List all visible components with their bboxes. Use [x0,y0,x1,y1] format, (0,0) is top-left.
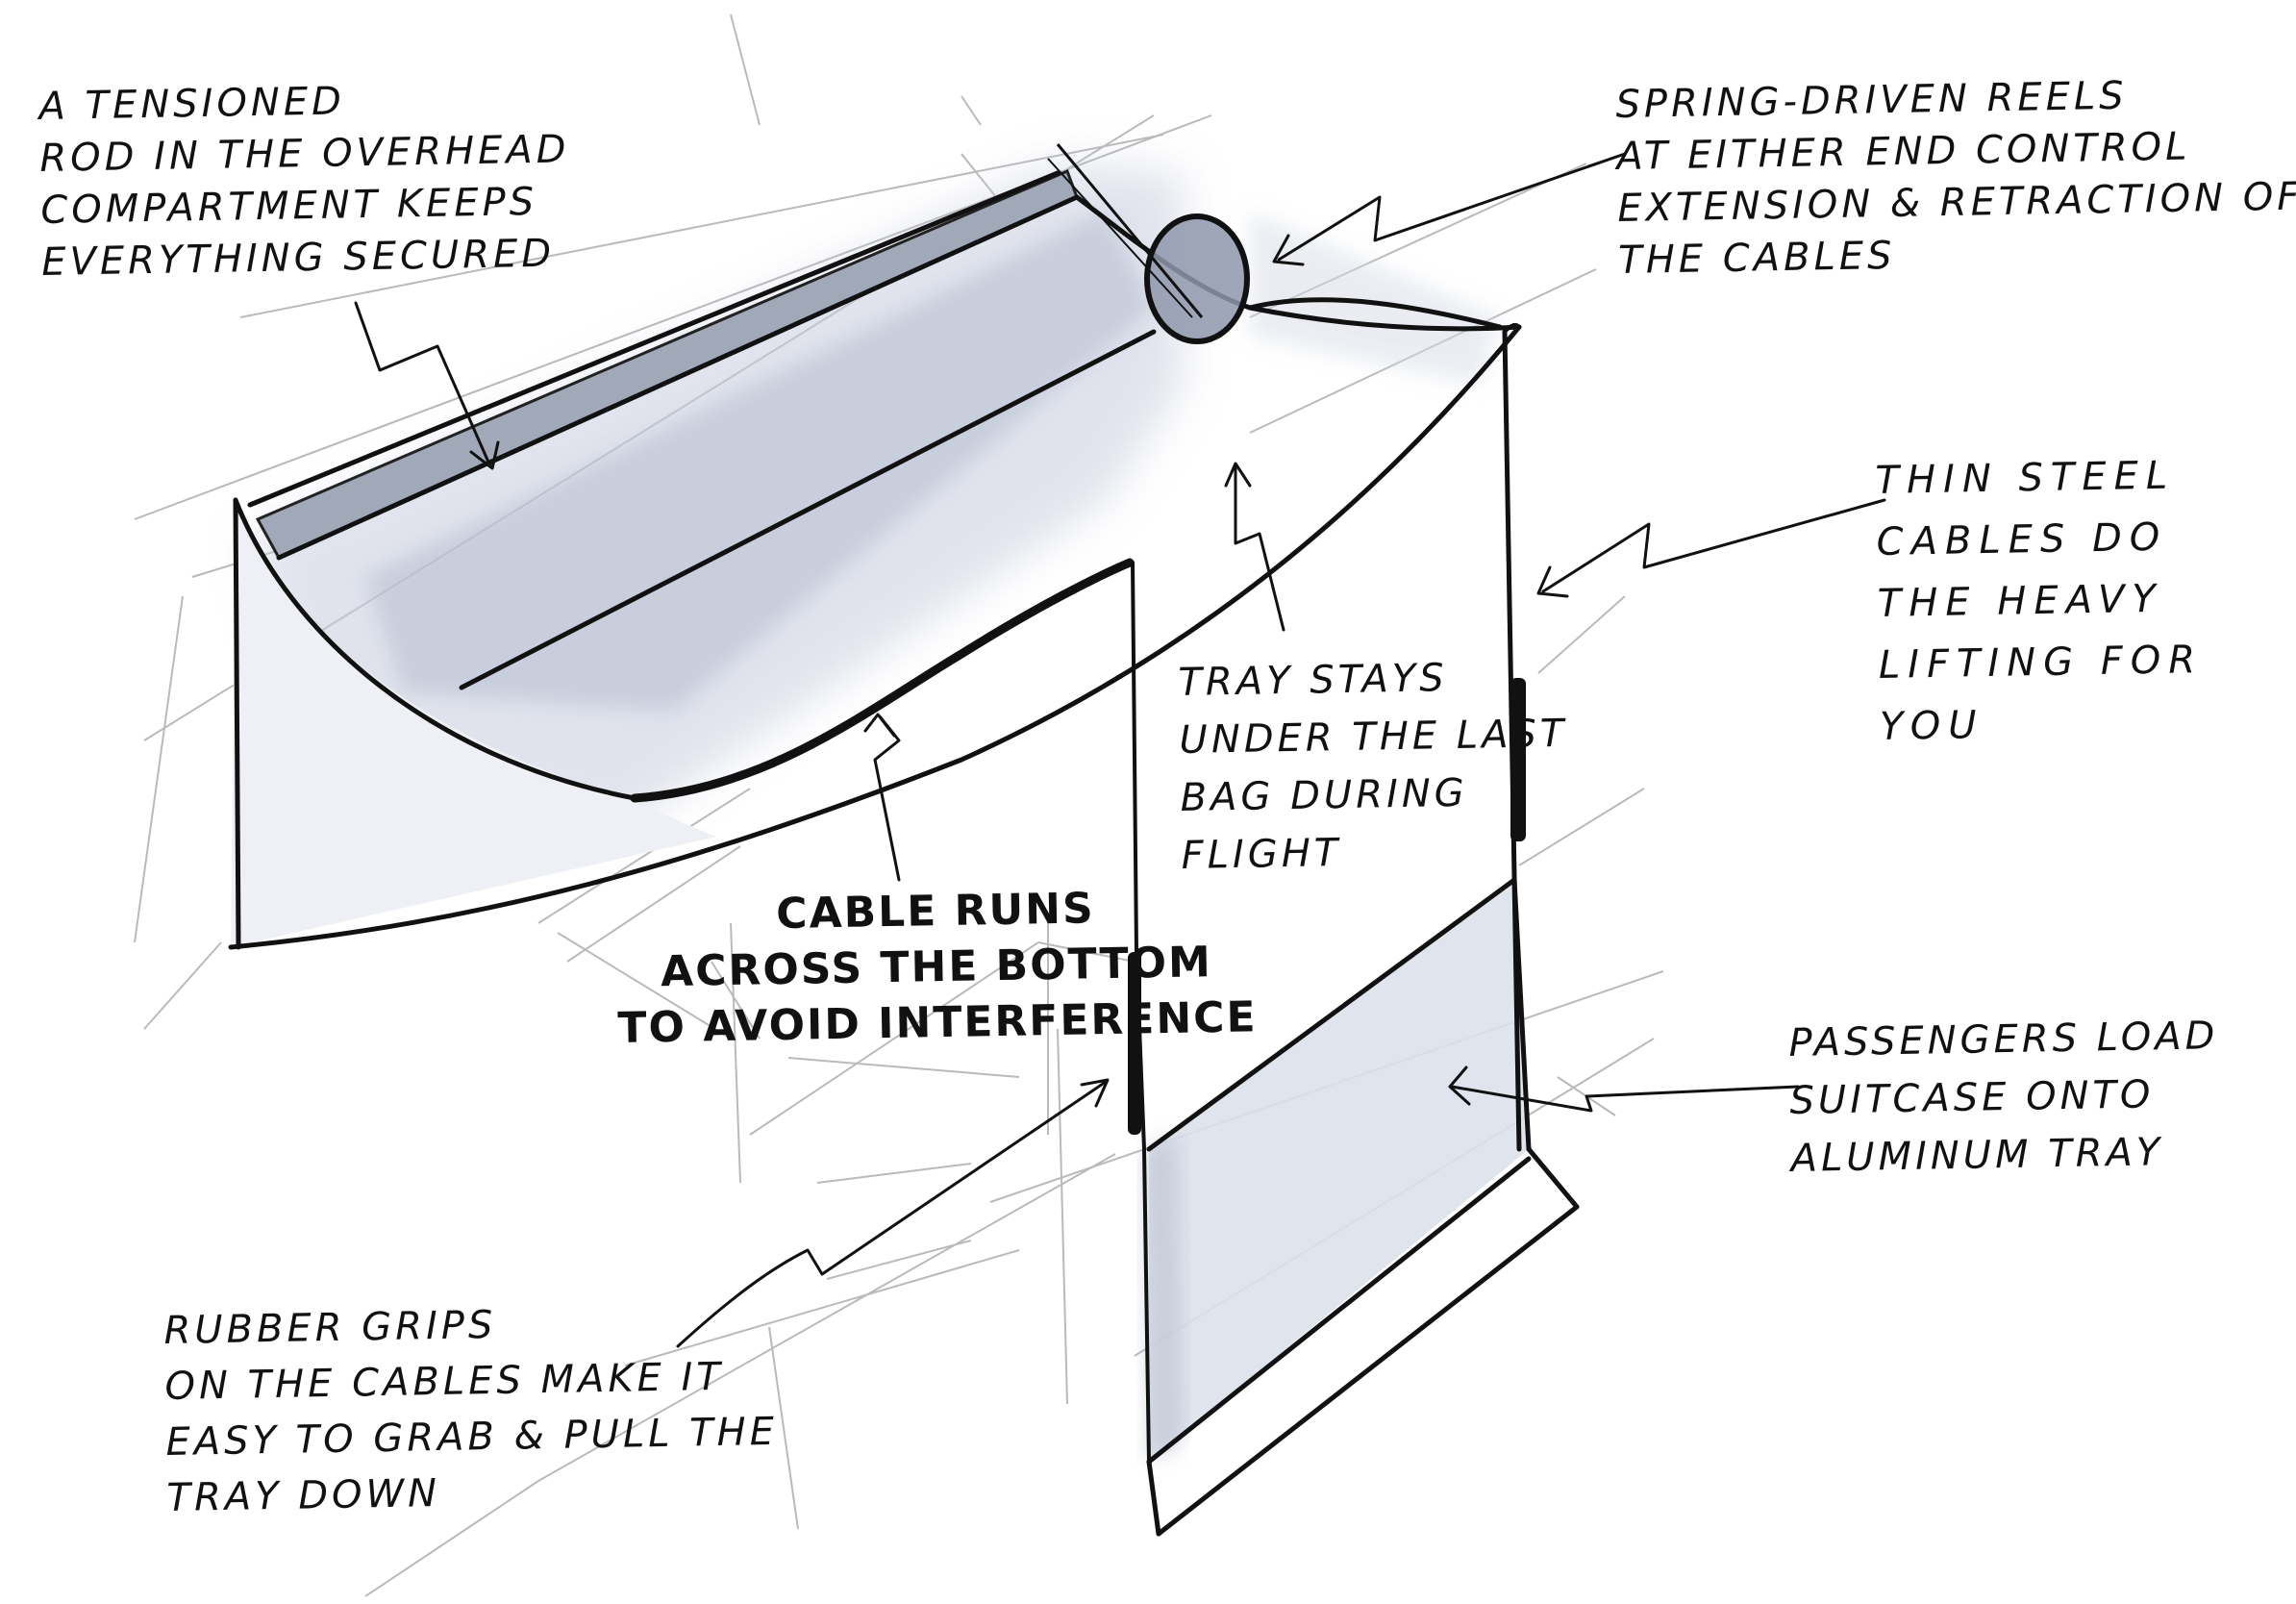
note-steel-cables: Thin steel cables do the heavy lifting f… [1875,444,2205,758]
note-tray-stays: Tray stays under the last bag during fli… [1178,647,1570,885]
note-spring-reels: Spring-driven reels at either end contro… [1615,67,2296,287]
note-passengers-load: Passengers load suitcase onto aluminum t… [1788,1007,2221,1188]
note-tensioned-rod: A tensioned rod in the overhead compartm… [38,71,572,288]
note-cable-runs: Cable runs across the bottom to avoid in… [615,878,1258,1057]
note-rubber-grips: Rubber grips on the cables make it easy … [163,1292,779,1526]
